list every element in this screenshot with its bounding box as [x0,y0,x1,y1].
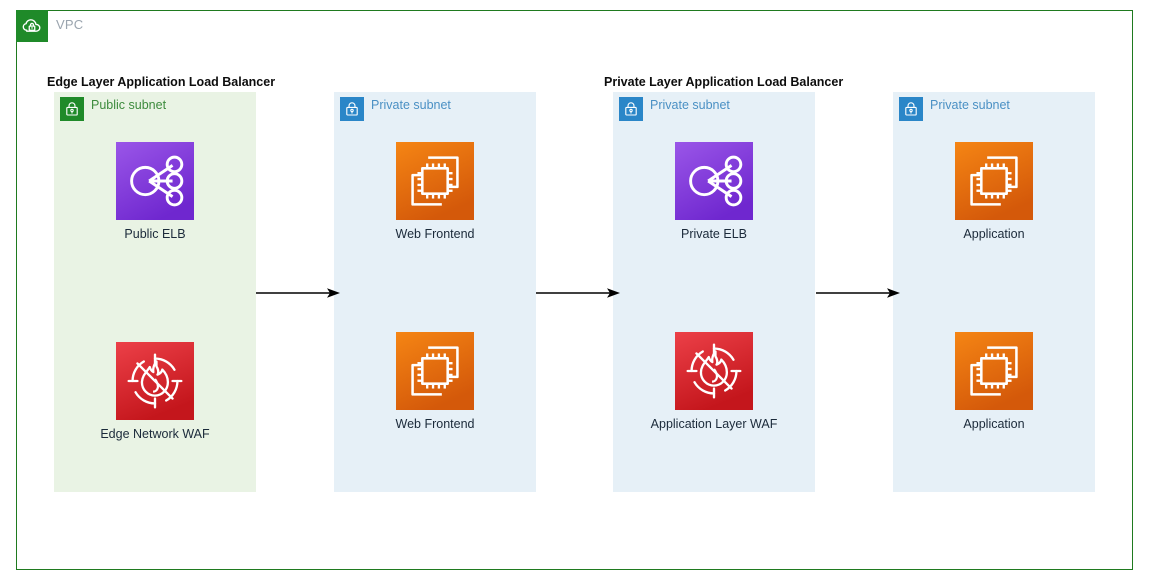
node-application-1[interactable]: Application [893,142,1095,241]
subnet-public-subnet[interactable]: Public subnet Pub [54,92,256,492]
node-application-layer-waf[interactable]: Application Layer WAF [613,332,815,431]
ec2-chip-icon [396,332,474,410]
node-edge-network-waf[interactable]: Edge Network WAF [54,342,256,441]
layer-title-edge: Edge Layer Application Load Balancer [47,75,276,89]
node-public-elb[interactable]: Public ELB [54,142,256,241]
subnet-label: Public subnet [91,98,167,112]
arrow-elb-to-app [816,288,900,298]
node-label: Web Frontend [395,227,475,241]
subnet-private-subnet-elb[interactable]: Private subnet Private ELB [613,92,815,492]
arrow-public-to-web [256,288,340,298]
arrow-web-to-elb [536,288,620,298]
node-label: Application [963,417,1025,431]
node-label: Application Layer WAF [650,417,778,431]
ec2-chip-icon [955,332,1033,410]
subnet-private-subnet-web[interactable]: Private subnet [334,92,536,492]
node-label: Web Frontend [395,417,475,431]
node-web-frontend-1[interactable]: Web Frontend [334,142,536,241]
elb-icon [675,142,753,220]
node-label: Application [963,227,1025,241]
subnet-label: Private subnet [930,98,1010,112]
subnet-private-subnet-app[interactable]: Private subnet [893,92,1095,492]
node-private-elb[interactable]: Private ELB [613,142,815,241]
padlock-icon [619,97,643,121]
subnet-label: Private subnet [371,98,451,112]
padlock-icon [60,97,84,121]
node-label: Private ELB [680,227,747,241]
node-application-2[interactable]: Application [893,332,1095,431]
padlock-icon [899,97,923,121]
ec2-chip-icon [955,142,1033,220]
vpc-title: VPC [56,17,84,32]
layer-title-private: Private Layer Application Load Balancer [604,75,844,89]
vpc-cloud-lock-icon [16,10,48,42]
ec2-chip-icon [396,142,474,220]
vpc-container [16,10,1133,570]
node-label: Edge Network WAF [100,427,210,441]
waf-flame-icon [116,342,194,420]
node-label: Public ELB [124,227,186,241]
subnet-label: Private subnet [650,98,730,112]
node-web-frontend-2[interactable]: Web Frontend [334,332,536,431]
waf-flame-icon [675,332,753,410]
elb-icon [116,142,194,220]
padlock-icon [340,97,364,121]
